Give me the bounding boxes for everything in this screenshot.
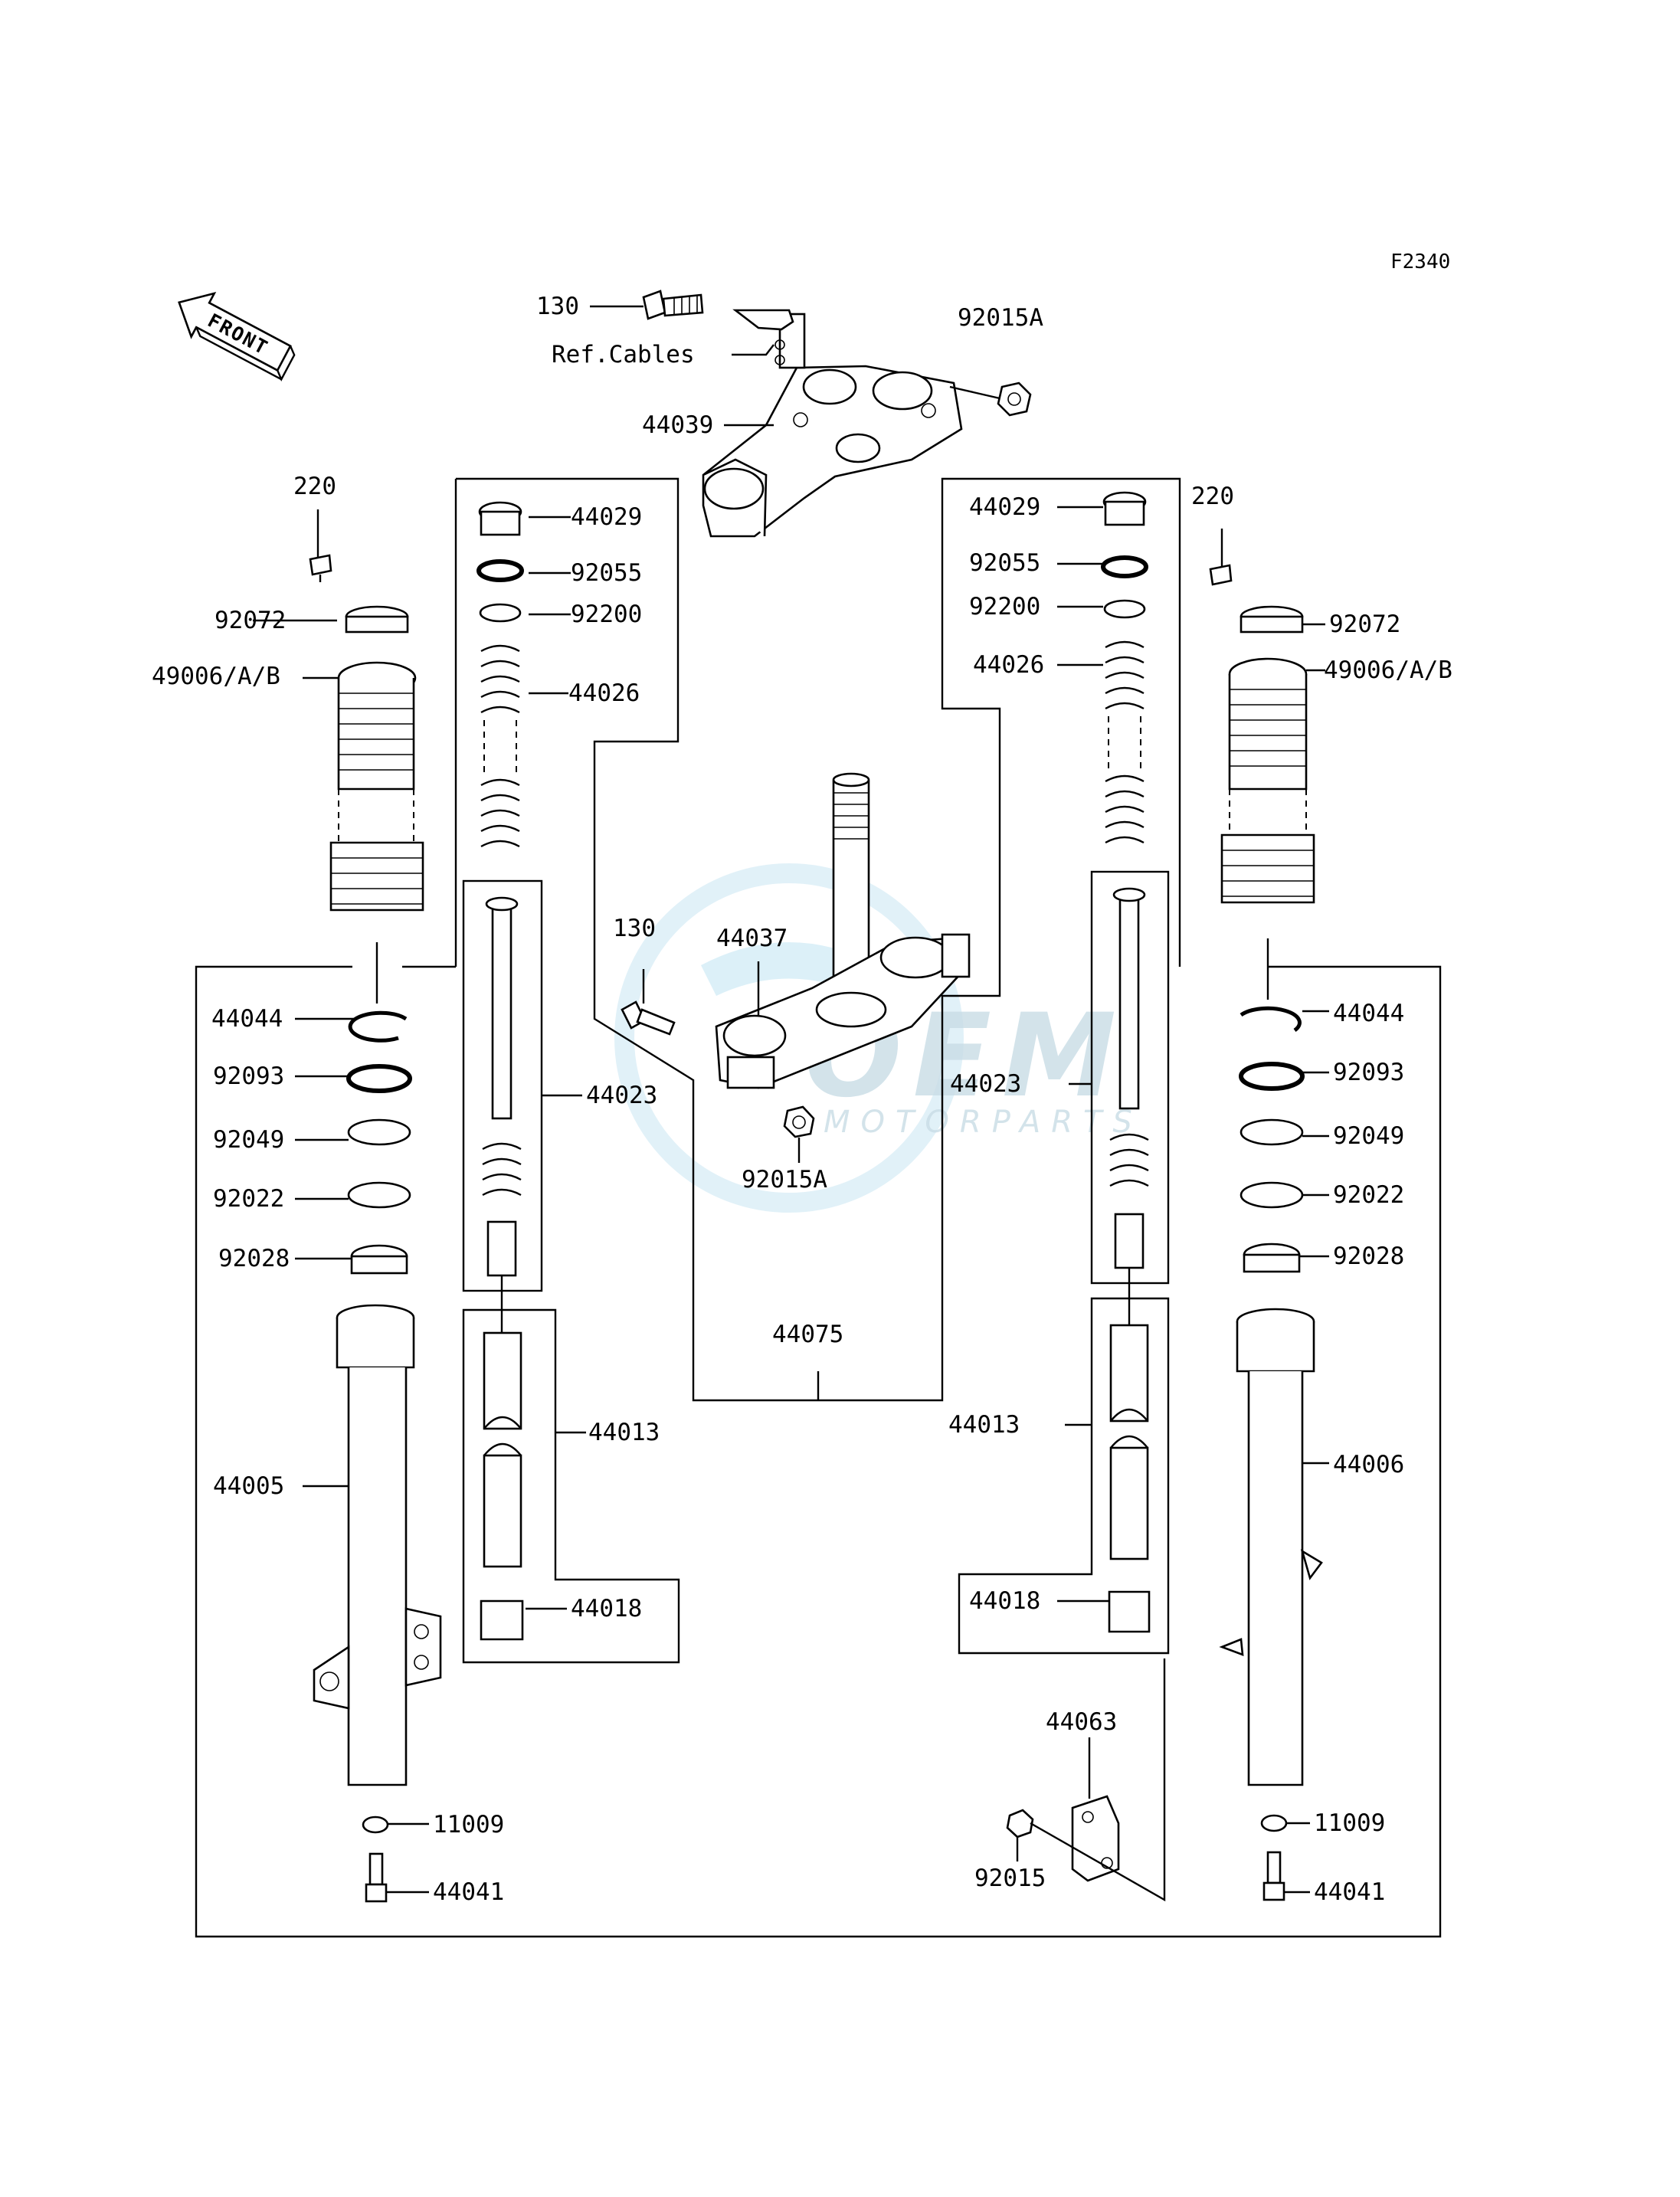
- label-130-mid[interactable]: 130: [613, 915, 656, 942]
- label-92022-right[interactable]: 92022: [1333, 1181, 1404, 1209]
- label-44041-left[interactable]: 44041: [433, 1878, 504, 1906]
- label-92200-left[interactable]: 92200: [571, 601, 642, 628]
- right-outer-fork: [1006, 564, 1323, 1902]
- nut-92015a-mid: [783, 1105, 815, 1138]
- label-44041-right[interactable]: 44041: [1314, 1878, 1385, 1906]
- label-44005[interactable]: 44005: [213, 1472, 284, 1500]
- nut-92015a-top: [997, 381, 1032, 417]
- label-92055-left[interactable]: 92055: [571, 559, 642, 587]
- label-44013-left[interactable]: 44013: [588, 1419, 660, 1446]
- upper-triple-clamp: [702, 309, 963, 538]
- label-92072-right[interactable]: 92072: [1329, 611, 1400, 638]
- label-92072-left[interactable]: 92072: [215, 607, 286, 634]
- label-92049-right[interactable]: 92049: [1333, 1122, 1404, 1150]
- label-92015[interactable]: 92015: [974, 1865, 1046, 1892]
- label-92015a-top[interactable]: 92015A: [958, 304, 1043, 332]
- steering-stem: [715, 772, 971, 1089]
- label-44029-right[interactable]: 44029: [969, 493, 1040, 521]
- label-92200-right[interactable]: 92200: [969, 593, 1040, 620]
- label-44039[interactable]: 44039: [642, 411, 713, 439]
- label-44018-right[interactable]: 44018: [969, 1587, 1040, 1615]
- label-44018-left[interactable]: 44018: [571, 1595, 642, 1622]
- label-44023-right[interactable]: 44023: [950, 1070, 1021, 1098]
- label-11009-left[interactable]: 11009: [433, 1811, 504, 1838]
- label-44029-left[interactable]: 44029: [571, 503, 642, 531]
- label-44037[interactable]: 44037: [716, 925, 788, 952]
- label-220-left[interactable]: 220: [293, 473, 336, 500]
- label-44026-right[interactable]: 44026: [973, 651, 1044, 679]
- label-130-top[interactable]: 130: [536, 293, 579, 320]
- label-44023-left[interactable]: 44023: [586, 1082, 657, 1109]
- label-44075[interactable]: 44075: [772, 1321, 843, 1348]
- label-92028-right[interactable]: 92028: [1333, 1243, 1404, 1270]
- label-11009-right[interactable]: 11009: [1314, 1809, 1385, 1837]
- label-44026-left[interactable]: 44026: [568, 679, 640, 707]
- label-44013-right[interactable]: 44013: [948, 1411, 1020, 1439]
- label-92028-left[interactable]: 92028: [218, 1245, 290, 1272]
- label-ref-cables: Ref.Cables: [552, 341, 695, 368]
- front-arrow-icon: FRONT: [178, 291, 296, 381]
- watermark-sub: MOTORPARTS: [824, 1105, 1143, 1140]
- label-92015a-mid[interactable]: 92015A: [742, 1166, 827, 1193]
- bolt-130-mid: [621, 1000, 676, 1036]
- right-fork-internals: [1101, 491, 1151, 1633]
- label-92049-left[interactable]: 92049: [213, 1126, 284, 1154]
- diagram-code: F2340: [1390, 250, 1450, 273]
- bolt-130-top: [642, 290, 704, 320]
- label-44044-right[interactable]: 44044: [1333, 1000, 1404, 1027]
- label-44006[interactable]: 44006: [1333, 1451, 1404, 1478]
- label-92093-left[interactable]: 92093: [213, 1062, 284, 1090]
- left-outer-fork: [309, 554, 442, 1903]
- left-fork-internals: [476, 501, 524, 1641]
- label-92093-right[interactable]: 92093: [1333, 1059, 1404, 1086]
- label-49006-right[interactable]: 49006/A/B: [1324, 656, 1452, 684]
- label-220-right[interactable]: 220: [1191, 483, 1234, 510]
- label-49006-left[interactable]: 49006/A/B: [152, 663, 280, 690]
- label-44063[interactable]: 44063: [1046, 1708, 1117, 1736]
- label-92022-left[interactable]: 92022: [213, 1185, 284, 1213]
- part-labels: 130 Ref.Cables 92015A 44039 220 220 9207…: [152, 293, 1452, 1906]
- label-92055-right[interactable]: 92055: [969, 549, 1040, 577]
- leader-lines: [253, 305, 1329, 1894]
- label-44044-left[interactable]: 44044: [211, 1005, 283, 1033]
